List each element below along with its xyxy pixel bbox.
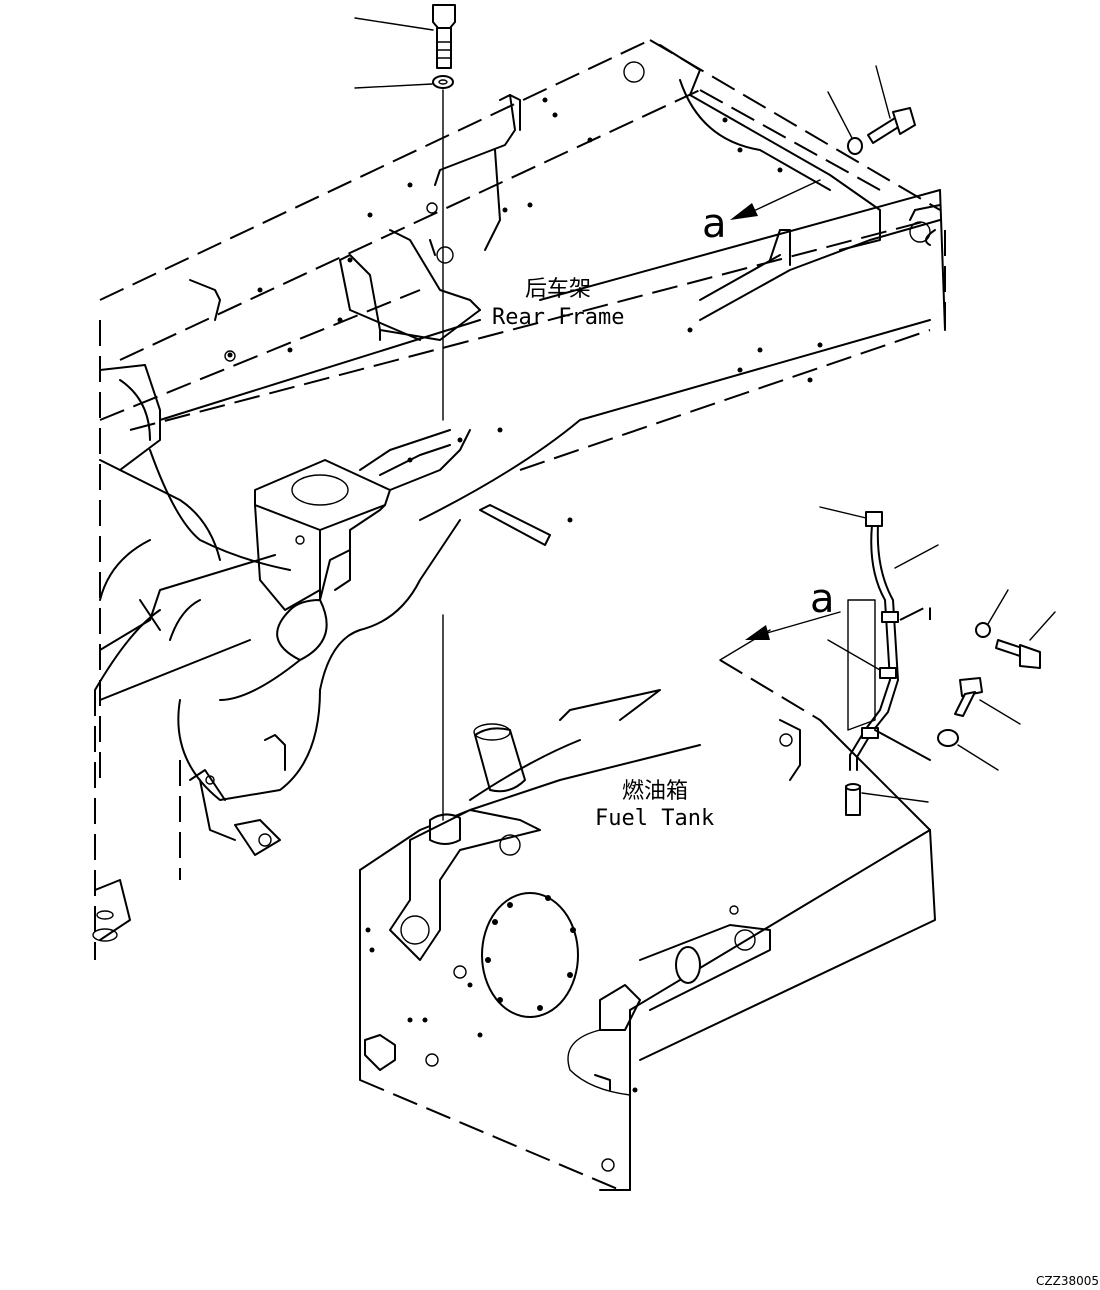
drawing-code: CZZ38005 [1036, 1274, 1099, 1288]
fuel-tank-label-cn: 燃油箱 [622, 779, 688, 804]
view-label-a-lower: a [810, 576, 835, 622]
fuel-tank-drawing [359, 659, 936, 1191]
rear-frame-label-en: Rear Frame [492, 305, 624, 330]
view-arrow-upper [730, 179, 821, 220]
breather-hose-assembly [819, 506, 939, 816]
rear-frame-label-cn: 后车架 [525, 277, 591, 302]
rear-frame-drawing [92, 39, 946, 960]
bolt-lower-right [937, 589, 1056, 771]
fuel-tank-label-en: Fuel Tank [595, 806, 714, 831]
view-label-a-upper: a [702, 201, 727, 247]
view-arrow-lower [719, 611, 841, 661]
bolt-top-right [827, 65, 916, 155]
bolt-top-left [354, 4, 456, 821]
